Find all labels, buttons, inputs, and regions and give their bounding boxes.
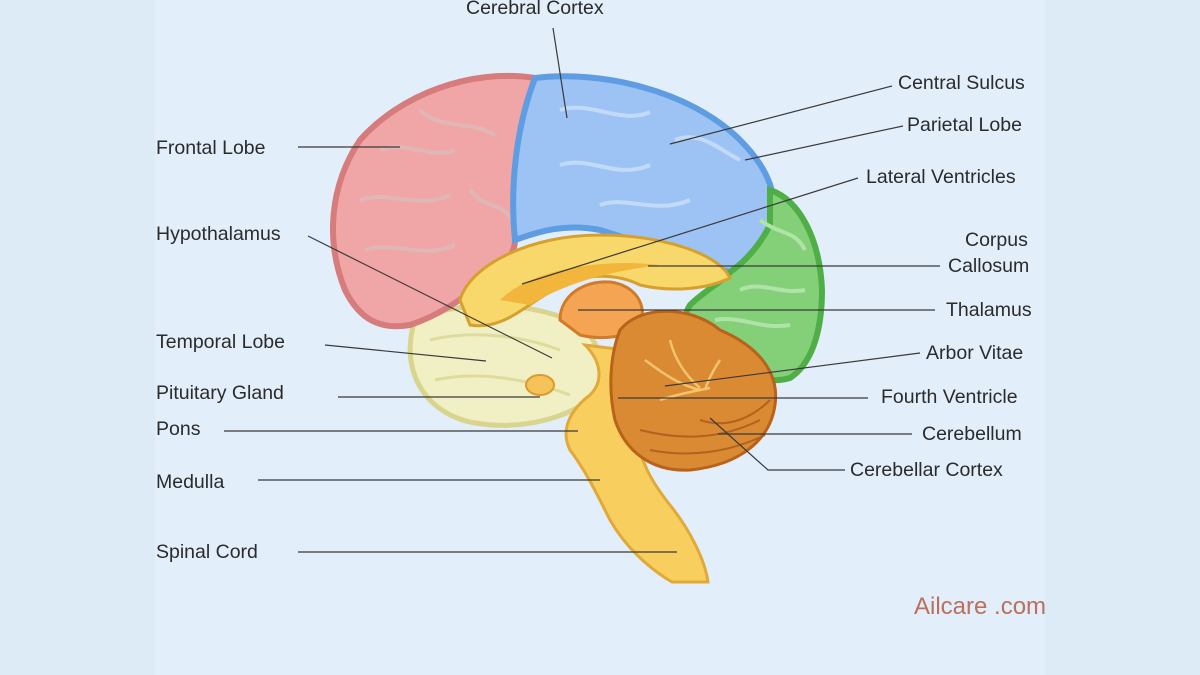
label-pons: Pons	[156, 418, 201, 440]
label-lateral-ventricles: Lateral Ventricles	[866, 166, 1016, 188]
brand-watermark: Ailcare .com	[914, 593, 1047, 620]
arbor-vitae-shape	[644, 339, 722, 402]
label-thalamus: Thalamus	[946, 299, 1032, 321]
label-central-sulcus: Central Sulcus	[898, 72, 1025, 94]
label-corpus-callosum-line1: Corpus	[965, 229, 1028, 251]
label-temporal-lobe: Temporal Lobe	[156, 331, 285, 353]
pituitary-shape	[525, 374, 555, 396]
label-frontal-lobe: Frontal Lobe	[156, 137, 266, 159]
label-cerebral-cortex: Cerebral Cortex	[466, 0, 604, 19]
label-arbor-vitae: Arbor Vitae	[926, 342, 1024, 364]
label-corpus-callosum-line2: Callosum	[948, 255, 1030, 277]
label-hypothalamus: Hypothalamus	[156, 223, 281, 245]
label-cerebellar-cortex: Cerebellar Cortex	[850, 459, 1003, 481]
label-fourth-ventricle: Fourth Ventricle	[881, 386, 1018, 408]
label-parietal-lobe: Parietal Lobe	[907, 114, 1022, 136]
label-spinal-cord: Spinal Cord	[156, 541, 258, 563]
label-pituitary-gland: Pituitary Gland	[156, 382, 284, 404]
label-cerebellum: Cerebellum	[922, 423, 1022, 445]
label-medulla: Medulla	[156, 471, 225, 493]
